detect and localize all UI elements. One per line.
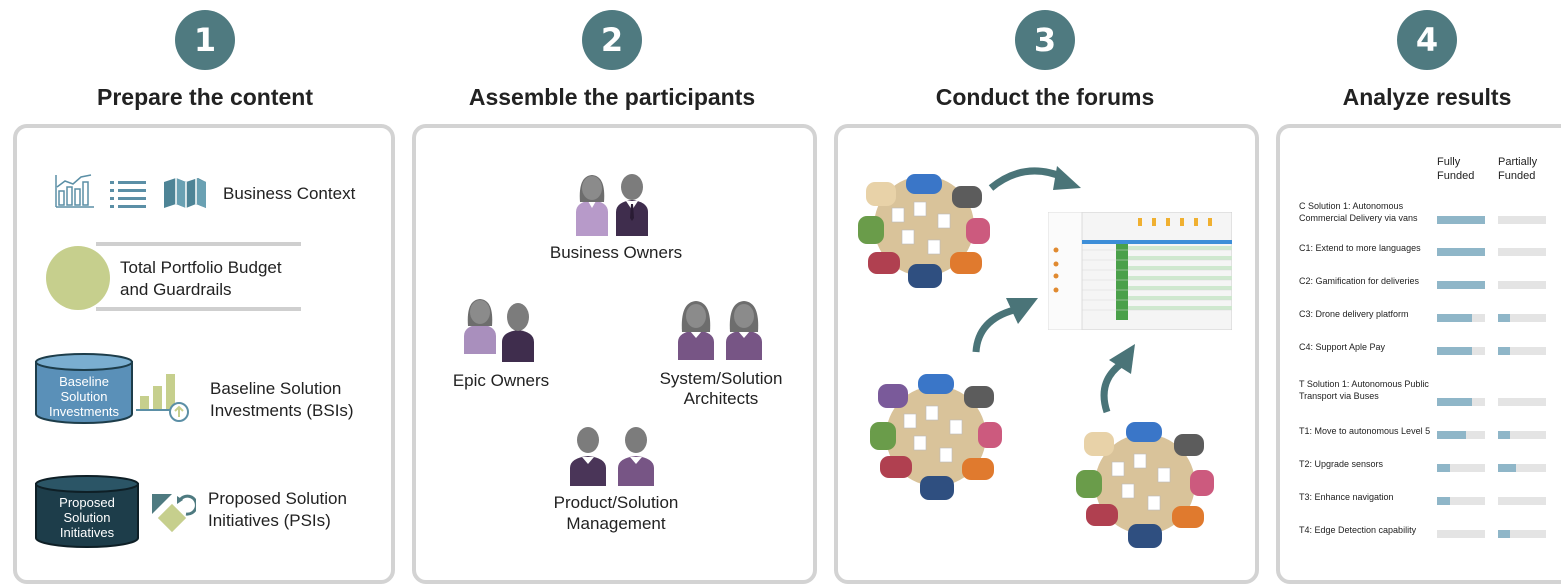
row-label: Transport via Buses [1299,391,1379,401]
step-3-title: Conduct the forums [935,84,1155,110]
partially-funded-bar [1498,281,1546,289]
round-table-icon-3 [1076,422,1214,548]
psi-cylinder-text-3: Initiatives [59,525,115,540]
fully-funded-bar-fill [1437,497,1450,505]
fully-funded-bar [1437,281,1485,289]
bsi-cylinder-text-1: Baseline [59,374,109,389]
fully-funded-bar-fill [1437,314,1472,322]
col-fully-funded-2: Funded [1437,170,1475,182]
partially-funded-bar-fill [1498,530,1510,538]
curved-arrow-icon [988,166,1081,191]
fully-funded-bar-fill [1437,216,1485,224]
step-3-number: 3 [1015,10,1075,70]
row-label: T3: Enhance navigation [1299,492,1394,502]
fully-funded-bar [1437,216,1485,224]
list-icon [110,181,146,208]
step-2-number: 2 [582,10,642,70]
partially-funded-bar [1498,347,1546,355]
step-4-title: Analyze results [1342,84,1512,110]
fully-funded-bar-fill [1437,347,1472,355]
shapes-cycle-icon [152,494,196,533]
architects-icon [678,301,762,360]
row-label: C1: Extend to more languages [1299,243,1421,253]
fully-funded-bar [1437,464,1485,472]
curved-arrow-icon-3 [1100,344,1135,414]
budget-label-line2: and Guardrails [120,280,232,299]
spreadsheet-icon [1048,212,1232,330]
fully-funded-bar [1437,530,1485,538]
row-label: C2: Gamification for deliveries [1299,276,1420,286]
psi-label-line2: Initiatives (PSIs) [208,511,331,530]
fully-funded-bar-fill [1437,248,1485,256]
business-context-label: Business Context [223,184,356,203]
row-label: T1: Move to autonomous Level 5 [1299,426,1431,436]
partially-funded-bar [1498,530,1546,538]
partially-funded-bar-fill [1498,347,1510,355]
partially-funded-bar [1498,216,1546,224]
row-label: Commercial Delivery via vans [1299,213,1418,223]
partially-funded-bar [1498,464,1546,472]
bsi-label-line2: Investments (BSIs) [210,401,354,420]
epic-owners-label: Epic Owners [452,371,550,390]
bsi-cylinder-text-3: Investments [48,404,120,419]
bsi-cylinder-icon [35,353,133,424]
fully-funded-bar [1437,248,1485,256]
partially-funded-bar [1498,314,1546,322]
partially-funded-bar-fill [1498,314,1510,322]
partially-funded-bar-fill [1498,464,1516,472]
fully-funded-bar [1437,497,1485,505]
fully-funded-bar [1437,431,1485,439]
row-label: T Solution 1: Autonomous Public [1299,379,1429,389]
round-table-icon [858,174,990,288]
curved-arrow-icon-2 [972,298,1038,353]
round-table-icon-2 [870,374,1002,500]
row-label: C3: Drone delivery platform [1299,309,1409,319]
budget-label-line1: Total Portfolio Budget [120,258,282,277]
step-4-number: 4 [1397,10,1457,70]
step-1-number: 1 [175,10,235,70]
product-management-icon [570,427,654,486]
partially-funded-bar [1498,398,1546,406]
fully-funded-bar-fill [1437,431,1466,439]
budget-circle [46,246,110,310]
partially-funded-bar [1498,248,1546,256]
partially-funded-bar [1498,431,1546,439]
row-label: C Solution 1: Autonomous [1299,201,1404,211]
bsi-label-line1: Baseline Solution [210,379,342,398]
row-label: T4: Edge Detection capability [1299,525,1417,535]
architects-label-line1: System/Solution [659,369,783,388]
fully-funded-bar [1437,398,1485,406]
psi-cylinder-text-2: Solution [63,510,111,525]
fully-funded-bar-fill [1437,464,1450,472]
partially-funded-bar [1498,497,1546,505]
partially-funded-bar-fill [1498,431,1510,439]
product-label-line1: Product/Solution [553,493,679,512]
fully-funded-bar-fill [1437,398,1472,406]
business-owners-label: Business Owners [549,243,683,262]
row-label: C4: Support Aple Pay [1299,342,1386,352]
fully-funded-bar [1437,314,1485,322]
col-fully-funded-1: Fully [1437,156,1461,168]
epic-owners-icon [464,299,534,362]
fully-funded-bar [1437,347,1485,355]
map-icon [164,178,206,208]
psi-cylinder-icon [35,475,139,548]
bsi-cylinder-text-2: Solution [60,389,108,404]
architects-label-line2: Architects [683,389,759,408]
budget-top-line [96,242,301,246]
psi-cylinder-text-1: Proposed [59,495,115,510]
people-pair-icon [576,174,648,236]
fully-funded-bar-fill [1437,281,1485,289]
col-partially-funded-2: Funded [1498,170,1536,182]
col-partially-funded-1: Partially [1498,156,1538,168]
budget-bottom-line [96,307,301,311]
bar-chart-icon [55,174,94,208]
step-1-title: Prepare the content [97,84,313,110]
row-label: T2: Upgrade sensors [1299,459,1384,469]
step-2-title: Assemble the participants [468,84,756,110]
product-label-line2: Management [566,514,666,533]
psi-label-line1: Proposed Solution [208,489,347,508]
growth-bars-icon [136,374,189,422]
